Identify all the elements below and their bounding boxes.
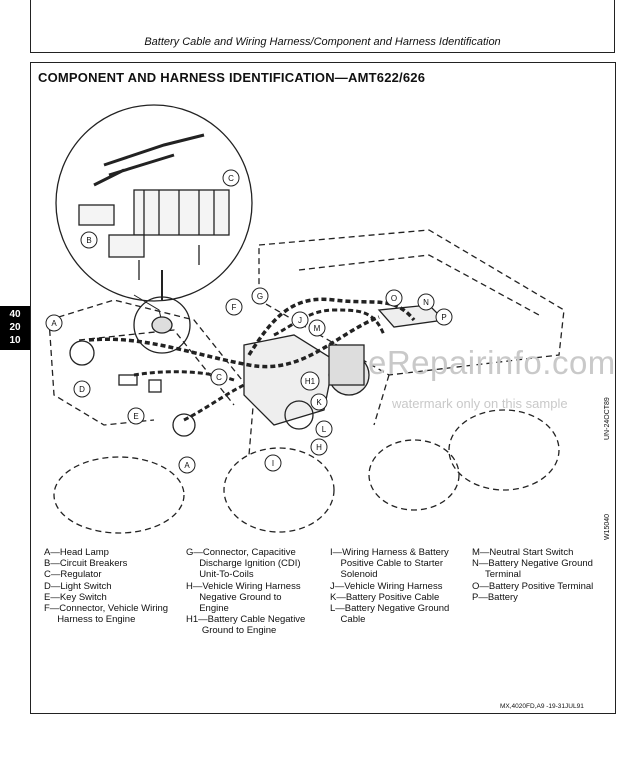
- legend-item: Ground to Engine: [186, 625, 277, 637]
- legend-item: F—Connector, Vehicle Wiring: [44, 603, 169, 615]
- legend-item: N—Battery Negative Ground: [472, 558, 593, 570]
- legend-item: L—Battery Negative Ground: [330, 603, 450, 615]
- callout-d: D: [73, 380, 91, 398]
- frame-right-rule: [614, 0, 615, 52]
- legend-item: C—Regulator: [44, 569, 102, 581]
- svg-text:M: M: [314, 324, 321, 333]
- callout-i: I: [264, 454, 282, 472]
- callout-j: J: [291, 311, 309, 329]
- svg-text:N: N: [423, 298, 429, 307]
- legend-item: E—Key Switch: [44, 591, 107, 603]
- header-rule: [30, 52, 615, 53]
- callout-m: M: [308, 319, 326, 337]
- callout-h: H: [310, 438, 328, 456]
- figure-code-2: W15040: [604, 513, 611, 540]
- legend-item: G—Connector, Capacitive: [186, 547, 296, 558]
- svg-text:H1: H1: [305, 377, 316, 386]
- callout-n: N: [417, 293, 435, 311]
- legend-item: Positive Cable to Starter: [330, 558, 443, 570]
- callout-h1: H1: [300, 371, 320, 391]
- vehicle-wiring-illustration: C B A F G J M O N P C D E A H1 K L I H: [45, 104, 565, 534]
- svg-text:B: B: [86, 236, 91, 245]
- callout-k: K: [310, 393, 328, 411]
- svg-text:D: D: [79, 385, 85, 394]
- legend-item: H—Vehicle Wiring Harness: [186, 580, 301, 592]
- callout-f: F: [225, 298, 243, 316]
- legend-item: Terminal: [472, 569, 521, 581]
- legend-item: Solenoid: [330, 569, 378, 581]
- tab-line-2: 20: [9, 322, 21, 333]
- callout-b: B: [80, 231, 98, 249]
- legend-item: A—Head Lamp: [44, 547, 109, 558]
- callout-l: L: [315, 420, 333, 438]
- svg-text:G: G: [257, 292, 263, 301]
- tab-line-3: 10: [9, 335, 21, 346]
- callout-p: P: [435, 308, 453, 326]
- content-frame: [30, 62, 616, 714]
- svg-text:E: E: [133, 412, 138, 421]
- legend-item: Discharge Ignition (CDI): [186, 558, 301, 570]
- svg-text:J: J: [298, 316, 302, 325]
- watermark-text: eRepairinfo.com: [368, 344, 616, 381]
- legend-item: Negative Ground to: [186, 591, 282, 603]
- svg-text:C: C: [216, 373, 222, 382]
- callout-c: C: [222, 169, 240, 187]
- legend-item: O—Battery Positive Terminal: [472, 580, 594, 592]
- callout-o: O: [385, 289, 403, 307]
- legend-item: Cable: [330, 614, 366, 626]
- svg-text:A: A: [184, 461, 190, 470]
- legend-item: J—Vehicle Wiring Harness: [330, 580, 443, 592]
- legend-item: Engine: [186, 603, 229, 615]
- svg-text:I: I: [272, 459, 274, 468]
- legend-item: B—Circuit Breakers: [44, 558, 128, 570]
- legend-item: P—Battery: [472, 591, 518, 603]
- svg-text:K: K: [316, 398, 322, 407]
- section-title: COMPONENT AND HARNESS IDENTIFICATION—AMT…: [38, 70, 426, 85]
- legend-column-3: I—Wiring Harness & Battery Positive Cabl…: [330, 547, 449, 625]
- legend-item: I—Wiring Harness & Battery: [330, 547, 449, 558]
- legend-item: D—Light Switch: [44, 580, 112, 592]
- callout-e: E: [127, 407, 145, 425]
- tab-line-1: 40: [9, 309, 21, 320]
- svg-text:C: C: [228, 174, 234, 183]
- callout-g: G: [251, 287, 269, 305]
- callout-a-bottom: A: [178, 456, 196, 474]
- legend-item: Unit-To-Coils: [186, 569, 254, 581]
- svg-text:O: O: [391, 294, 397, 303]
- svg-text:L: L: [322, 425, 327, 434]
- legend-item: H1—Battery Cable Negative: [186, 614, 306, 626]
- svg-text:H: H: [316, 443, 322, 452]
- legend-column-4: M—Neutral Start Switch N—Battery Negativ…: [472, 547, 593, 603]
- svg-text:P: P: [441, 313, 446, 322]
- section-tab: 40 20 10: [0, 306, 30, 350]
- svg-text:A: A: [51, 319, 57, 328]
- footer-code: MX,4020FD,A9 -19-31JUL91: [500, 703, 584, 710]
- legend-item: M—Neutral Start Switch: [472, 547, 574, 558]
- legend-item: Harness to Engine: [44, 614, 136, 626]
- svg-text:F: F: [232, 303, 237, 312]
- frame-left-rule: [30, 0, 31, 52]
- callout-a-top: A: [45, 314, 63, 332]
- figure-code-1: UN-24OCT89: [604, 397, 611, 440]
- callout-c-lower: C: [210, 368, 228, 386]
- legend-column-1: A—Head Lamp B—Circuit Breakers C—Regulat…: [44, 547, 168, 625]
- page-header: Battery Cable and Wiring Harness/Compone…: [144, 36, 501, 48]
- legend-column-2: G—Connector, Capacitive Discharge Igniti…: [186, 547, 305, 637]
- legend-item: K—Battery Positive Cable: [330, 591, 440, 603]
- watermark-subtext: watermark only on this sample: [392, 396, 568, 411]
